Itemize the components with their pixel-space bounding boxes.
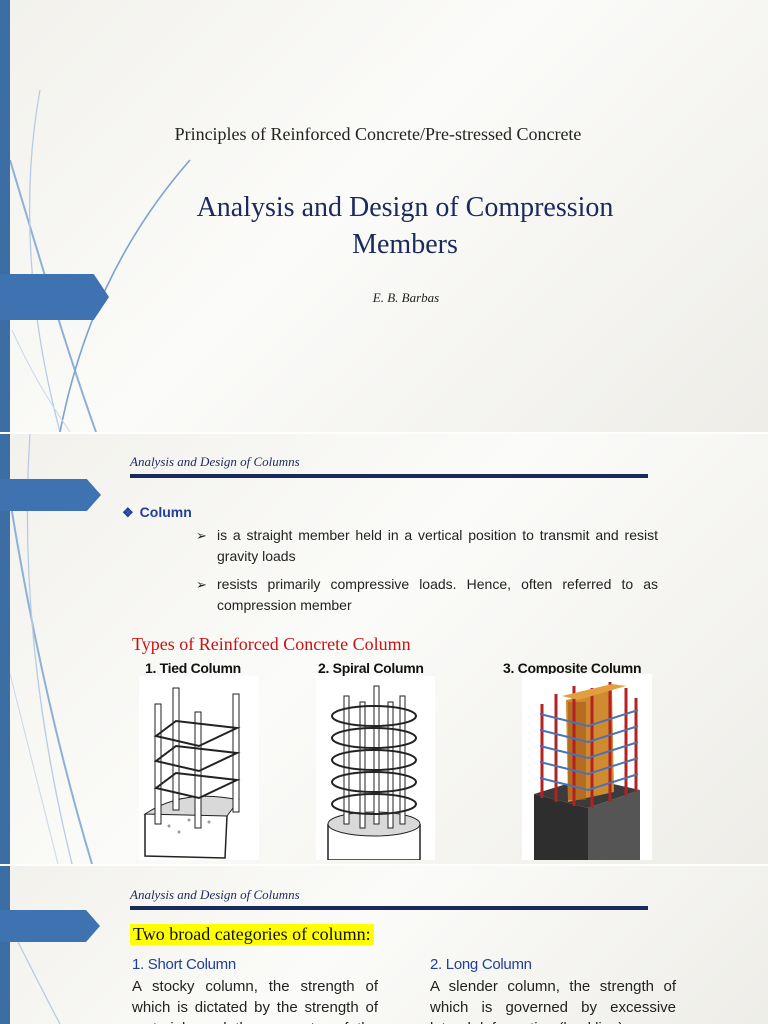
- column-slide: Analysis and Design of Columns ❖Column ➢…: [0, 434, 768, 864]
- course-subtitle: Principles of Reinforced Concrete/Pre-st…: [174, 124, 582, 144]
- tied-column-image: [139, 676, 259, 860]
- long-column-title: 2. Long Column: [430, 956, 532, 973]
- slide-header: Analysis and Design of Columns: [130, 887, 300, 902]
- arrow-tab: [0, 274, 109, 320]
- types-heading: Types of Reinforced Concrete Column: [132, 634, 411, 654]
- arrow-tab: [0, 910, 100, 942]
- slide-header: Analysis and Design of Columns: [130, 454, 300, 469]
- spiral-column-image: [316, 676, 435, 861]
- long-column-text: A slender column, the strength of which …: [430, 978, 676, 1024]
- composite-column-label: 3. Composite Column: [503, 660, 642, 676]
- header-rule: [130, 474, 648, 478]
- spiral-column-label: 2. Spiral Column: [318, 660, 424, 676]
- short-column-title: 1. Short Column: [132, 956, 236, 973]
- composite-column-image: [522, 674, 652, 860]
- tied-column-label: 1. Tied Column: [145, 660, 241, 676]
- categories-heading: Two broad categories of column:: [130, 924, 374, 945]
- column-heading: ❖Column: [122, 504, 192, 520]
- arrowhead-bullet-icon: ➢: [196, 528, 207, 543]
- short-column-text: A stocky column, the strength of which i…: [132, 978, 378, 1024]
- left-accent-strip: [0, 0, 10, 432]
- arrowhead-bullet-icon: ➢: [196, 577, 207, 592]
- title-slide: Principles of Reinforced Concrete/Pre-st…: [0, 0, 768, 432]
- diamond-bullet-icon: ❖: [122, 505, 134, 520]
- author-name: E. B. Barbas: [372, 290, 440, 305]
- bullet-item: ➢ is a straight member held in a vertica…: [196, 527, 658, 564]
- categories-slide: Analysis and Design of Columns Two broad…: [0, 866, 768, 1024]
- slide-title: Analysis and Design of Compression Membe…: [196, 192, 614, 260]
- arrow-tab: [0, 479, 101, 511]
- header-rule: [130, 906, 648, 910]
- left-accent-strip: [0, 434, 10, 864]
- bullet-item: ➢ resists primarily compressive loads. H…: [196, 576, 658, 613]
- left-accent-strip: [0, 866, 10, 1024]
